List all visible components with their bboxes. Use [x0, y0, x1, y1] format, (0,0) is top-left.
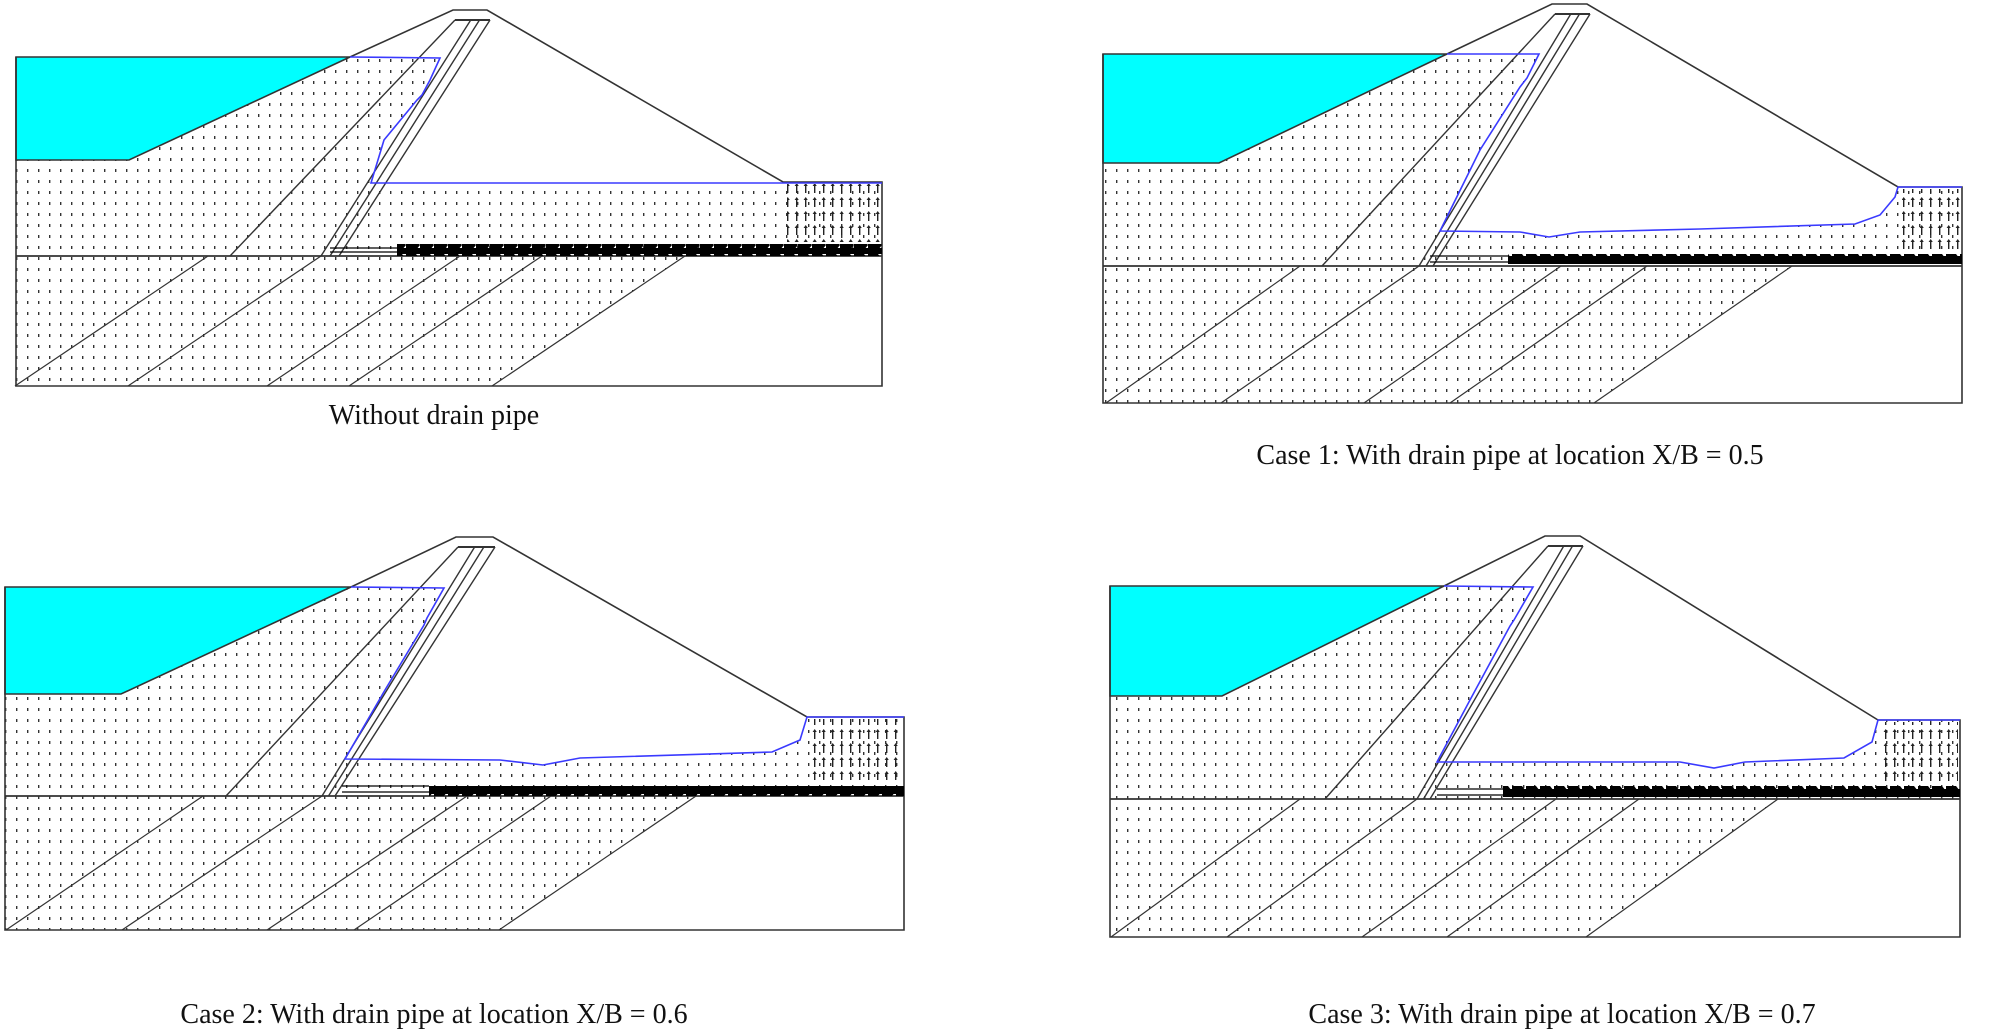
- drain-flow-core: [397, 248, 882, 254]
- foundation-layer-line: [14, 255, 209, 387]
- core-filter-line: [329, 19, 481, 257]
- core-filter-line: [327, 546, 485, 797]
- phreatic-line: [1435, 585, 1960, 769]
- core-filter-line: [1429, 545, 1584, 800]
- panel-3: Case 2: With drain pipe at location X/B …: [4, 536, 905, 1030]
- seepage-vector-field: [1110, 586, 1960, 937]
- foundation-layer-line: [127, 255, 322, 387]
- panel-caption: Case 3: With drain pipe at location X/B …: [1308, 999, 1815, 1030]
- foundation-layer-line: [1220, 265, 1420, 404]
- foundation-layer-line: [266, 255, 461, 387]
- core-filter-line: [320, 19, 472, 257]
- foundation-layer-line: [348, 255, 543, 387]
- foundation-layer-line: [491, 255, 686, 387]
- panel-caption: Without drain pipe: [329, 400, 539, 431]
- foundation-layer-line: [1449, 265, 1648, 404]
- core-filter-line: [1425, 13, 1581, 267]
- foundation-layer-line: [1363, 265, 1562, 404]
- exit-vector-field: [1882, 722, 1958, 783]
- foundation-layer-line: [5, 795, 204, 931]
- foundation-layer-line: [1446, 798, 1640, 938]
- drain-flow-core: [429, 786, 904, 794]
- exit-vector-field: [787, 184, 880, 242]
- shell-boundary-line: [1321, 13, 1556, 267]
- drain-flow-core: [1508, 256, 1962, 264]
- exit-vector-field: [811, 719, 902, 780]
- seepage-vector-field: [16, 57, 882, 386]
- seepage-vector-field: [1103, 54, 1962, 403]
- core-filter-line: [1416, 545, 1565, 800]
- foundation-layer-line: [1226, 798, 1418, 938]
- foundation-layer-line: [353, 795, 552, 931]
- foundation-layer-line: [121, 795, 323, 931]
- dam-outline: [15, 9, 883, 387]
- seepage-vector-field: [5, 587, 904, 930]
- panel-4: Case 3: With drain pipe at location X/B …: [1109, 535, 1961, 1030]
- shell-boundary-line: [229, 19, 456, 257]
- panel-caption: Case 2: With drain pipe at location X/B …: [180, 999, 687, 1030]
- phreatic-line: [343, 586, 904, 766]
- panel-caption: Case 1: With drain pipe at location X/B …: [1256, 440, 1763, 471]
- core-filter-line: [1422, 545, 1574, 800]
- core-filter-line: [334, 546, 496, 797]
- phreatic-line: [349, 56, 882, 184]
- foundation-layer-line: [1585, 798, 1779, 938]
- core-filter-line: [338, 19, 491, 257]
- phreatic-line: [1438, 53, 1962, 238]
- foundation-layer-line: [1593, 265, 1793, 404]
- foundation-layer-line: [498, 795, 697, 931]
- shell-boundary-line: [1324, 545, 1549, 800]
- foundation-layer-line: [266, 795, 468, 931]
- foundation-layer-line: [1361, 798, 1557, 938]
- drain-flow-core: [1503, 789, 1960, 797]
- foundation-layer-line: [1110, 798, 1301, 938]
- panel-2: Case 1: With drain pipe at location X/B …: [1102, 3, 1963, 471]
- exit-vector-field: [1902, 189, 1960, 250]
- core-filter-line: [1432, 13, 1591, 267]
- panel-1: Without drain pipe: [14, 9, 883, 431]
- foundation-layer-line: [1105, 265, 1301, 404]
